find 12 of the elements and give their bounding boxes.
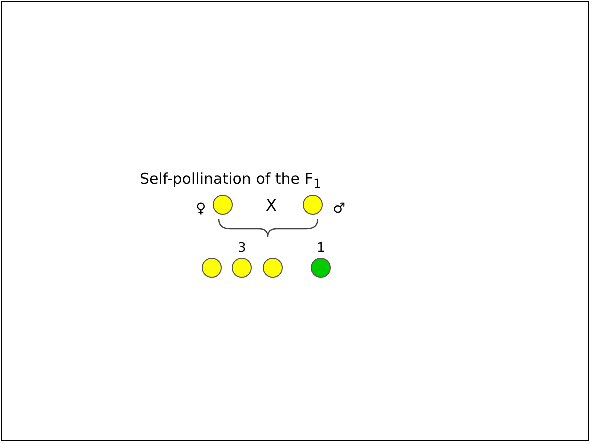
title: Self-pollination of the F$_{1}$: [140, 170, 322, 191]
count-label: 3: [238, 242, 246, 255]
pea-circle: [311, 258, 331, 278]
female-symbol: ♀: [196, 202, 206, 216]
pea-circle: [232, 258, 252, 278]
pea-circle: [263, 258, 283, 278]
cross-sign: X: [266, 198, 277, 214]
pea-circle: [303, 195, 323, 215]
pea-circle: [202, 258, 222, 278]
male-symbol: ♂: [333, 202, 346, 216]
count-label: 1: [317, 242, 326, 255]
pea-circle: [213, 195, 233, 215]
